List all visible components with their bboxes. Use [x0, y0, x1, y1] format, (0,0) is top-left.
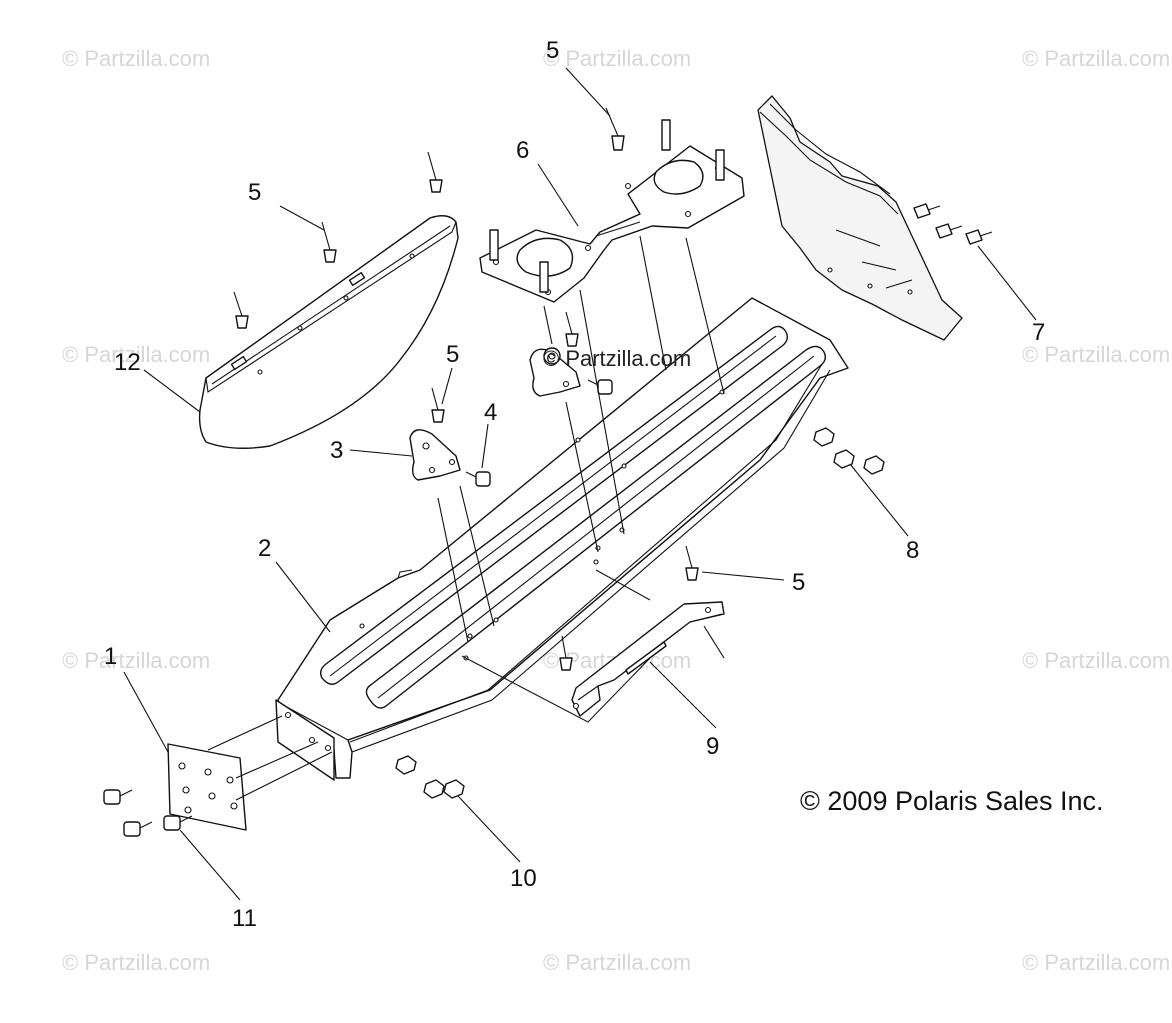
callout-8: 8	[906, 537, 919, 564]
watermark-text: © Partzilla.com	[62, 46, 210, 71]
part-7-side-plate	[757, 95, 963, 341]
watermark-text: © Partzilla.com	[1022, 342, 1170, 367]
part-12-cover	[198, 215, 459, 449]
part-6-bracket	[479, 119, 745, 303]
part-8-nuts	[813, 427, 885, 475]
part-4-bolt	[465, 471, 491, 487]
watermark-text: © Partzilla.com	[1022, 950, 1170, 975]
callout-12: 12	[114, 349, 141, 376]
callout-1: 1	[104, 643, 117, 670]
part-1-plate	[167, 743, 247, 831]
callout-9: 9	[706, 733, 719, 760]
part-10-nuts	[395, 755, 465, 799]
callout-2: 2	[258, 535, 271, 562]
part-3-bracket	[409, 429, 461, 481]
leader-lines	[123, 67, 1037, 901]
part-4-bolt-upper	[587, 379, 613, 395]
callout-3: 3	[330, 437, 343, 464]
part-5-rivets	[233, 107, 699, 671]
callout-6: 6	[516, 137, 529, 164]
watermark-text: © Partzilla.com	[1022, 648, 1170, 673]
callout-5: 5	[446, 341, 459, 368]
callout-labels: 1 2 3 4 5 5 5 5 6 7 8 9 10 11 12	[104, 37, 1045, 932]
part-9-bracket	[571, 601, 725, 717]
watermark-text: © Partzilla.com	[62, 342, 210, 367]
callout-7: 7	[1032, 319, 1045, 346]
callout-4: 4	[484, 399, 497, 426]
callout-5: 5	[248, 179, 261, 206]
watermark-text: © Partzilla.com	[543, 46, 691, 71]
copyright-notice: © 2009 Polaris Sales Inc.	[800, 786, 1104, 816]
part-3-bracket-upper	[529, 347, 581, 397]
watermark-text: © Partzilla.com	[62, 648, 210, 673]
watermark-text: © Partzilla.com	[543, 950, 691, 975]
part-2-floorboard	[275, 297, 849, 781]
part-11-bolts	[103, 789, 193, 837]
watermark-text: © Partzilla.com	[1022, 46, 1170, 71]
assembly-lines	[207, 229, 913, 801]
center-watermark: © Partzilla.com	[543, 346, 691, 371]
watermark-text: © Partzilla.com	[62, 950, 210, 975]
watermark-group: © Partzilla.com © Partzilla.com © Partzi…	[62, 46, 1170, 975]
callout-10: 10	[510, 865, 537, 892]
part-7-bolts	[913, 203, 993, 245]
callout-5: 5	[546, 37, 559, 64]
callout-11: 11	[232, 905, 257, 932]
callout-5: 5	[792, 569, 805, 596]
